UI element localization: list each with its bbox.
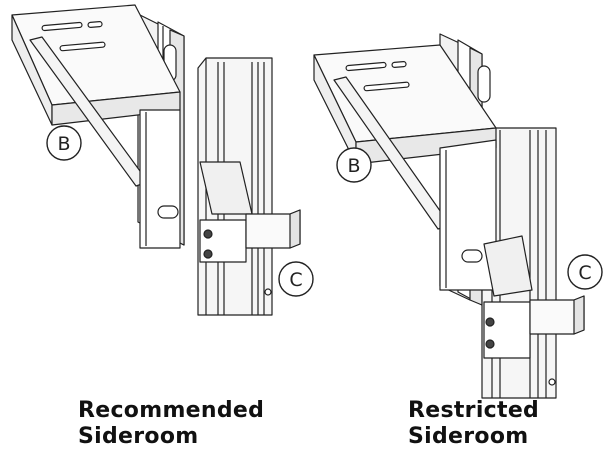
callout-right-c-label: C [578,262,591,284]
left-clamp [199,161,301,263]
callout-right-b-label: B [347,155,360,177]
callout-left-b: B [46,125,82,161]
right-clamp [483,235,585,359]
left-bracket-plate [139,109,181,249]
left-bracket-arm [11,4,181,126]
callout-right-c: C [567,254,603,290]
caption-right-line2: Sideroom [408,424,529,449]
caption-right-line1: Restricted [408,398,540,423]
right-assembly [313,33,585,399]
caption-restricted-sideroom: Restricted Sideroom [408,398,539,450]
callout-right-b: B [336,147,372,183]
caption-left-line2: Sideroom [78,424,199,449]
right-bracket-plate [439,139,497,291]
left-assembly [11,4,301,316]
caption-recommended-sideroom: Recommended Sideroom [78,398,264,450]
callout-left-c-label: C [289,269,302,291]
callout-left-c: C [278,261,314,297]
callout-left-b-label: B [57,133,70,155]
caption-left-line1: Recommended [78,398,265,423]
